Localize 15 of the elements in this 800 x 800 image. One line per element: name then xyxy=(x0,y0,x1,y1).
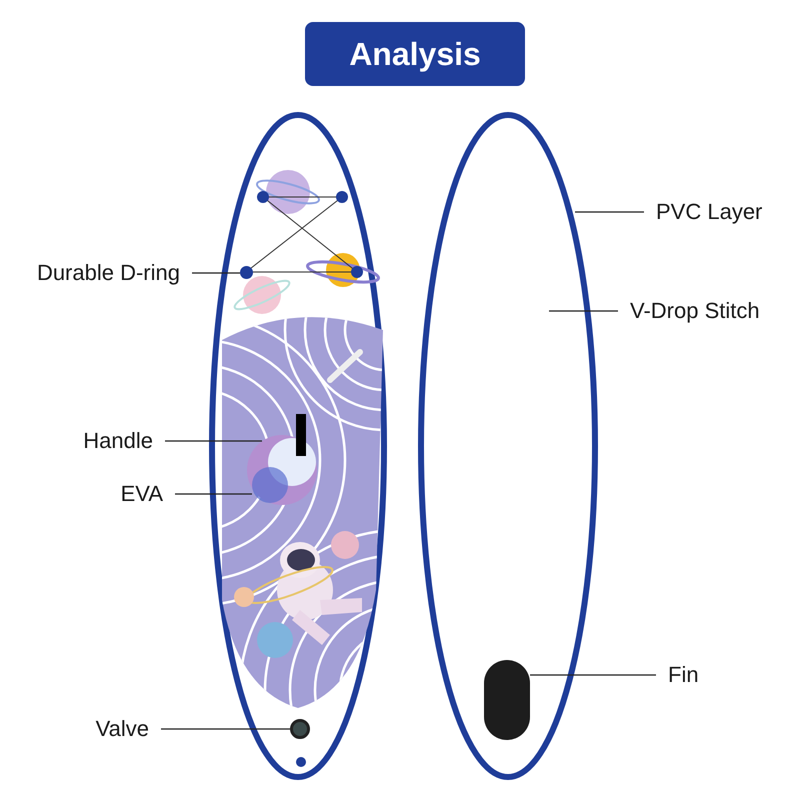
part-label: V-Drop Stitch xyxy=(630,298,760,324)
leader-line xyxy=(165,440,262,442)
part-label: Durable D-ring xyxy=(36,260,180,286)
part-label: PVC Layer xyxy=(656,199,762,225)
part-label: EVA xyxy=(120,481,163,507)
part-label: Valve xyxy=(96,716,149,742)
leader-line xyxy=(575,211,644,213)
leader-line xyxy=(530,674,656,676)
leader-line xyxy=(549,310,618,312)
leader-line xyxy=(192,272,240,274)
title-banner: Analysis xyxy=(305,22,525,86)
leader-line xyxy=(161,728,290,730)
part-label: Fin xyxy=(668,662,699,688)
leader-line xyxy=(175,493,252,495)
part-label: Handle xyxy=(83,428,153,454)
